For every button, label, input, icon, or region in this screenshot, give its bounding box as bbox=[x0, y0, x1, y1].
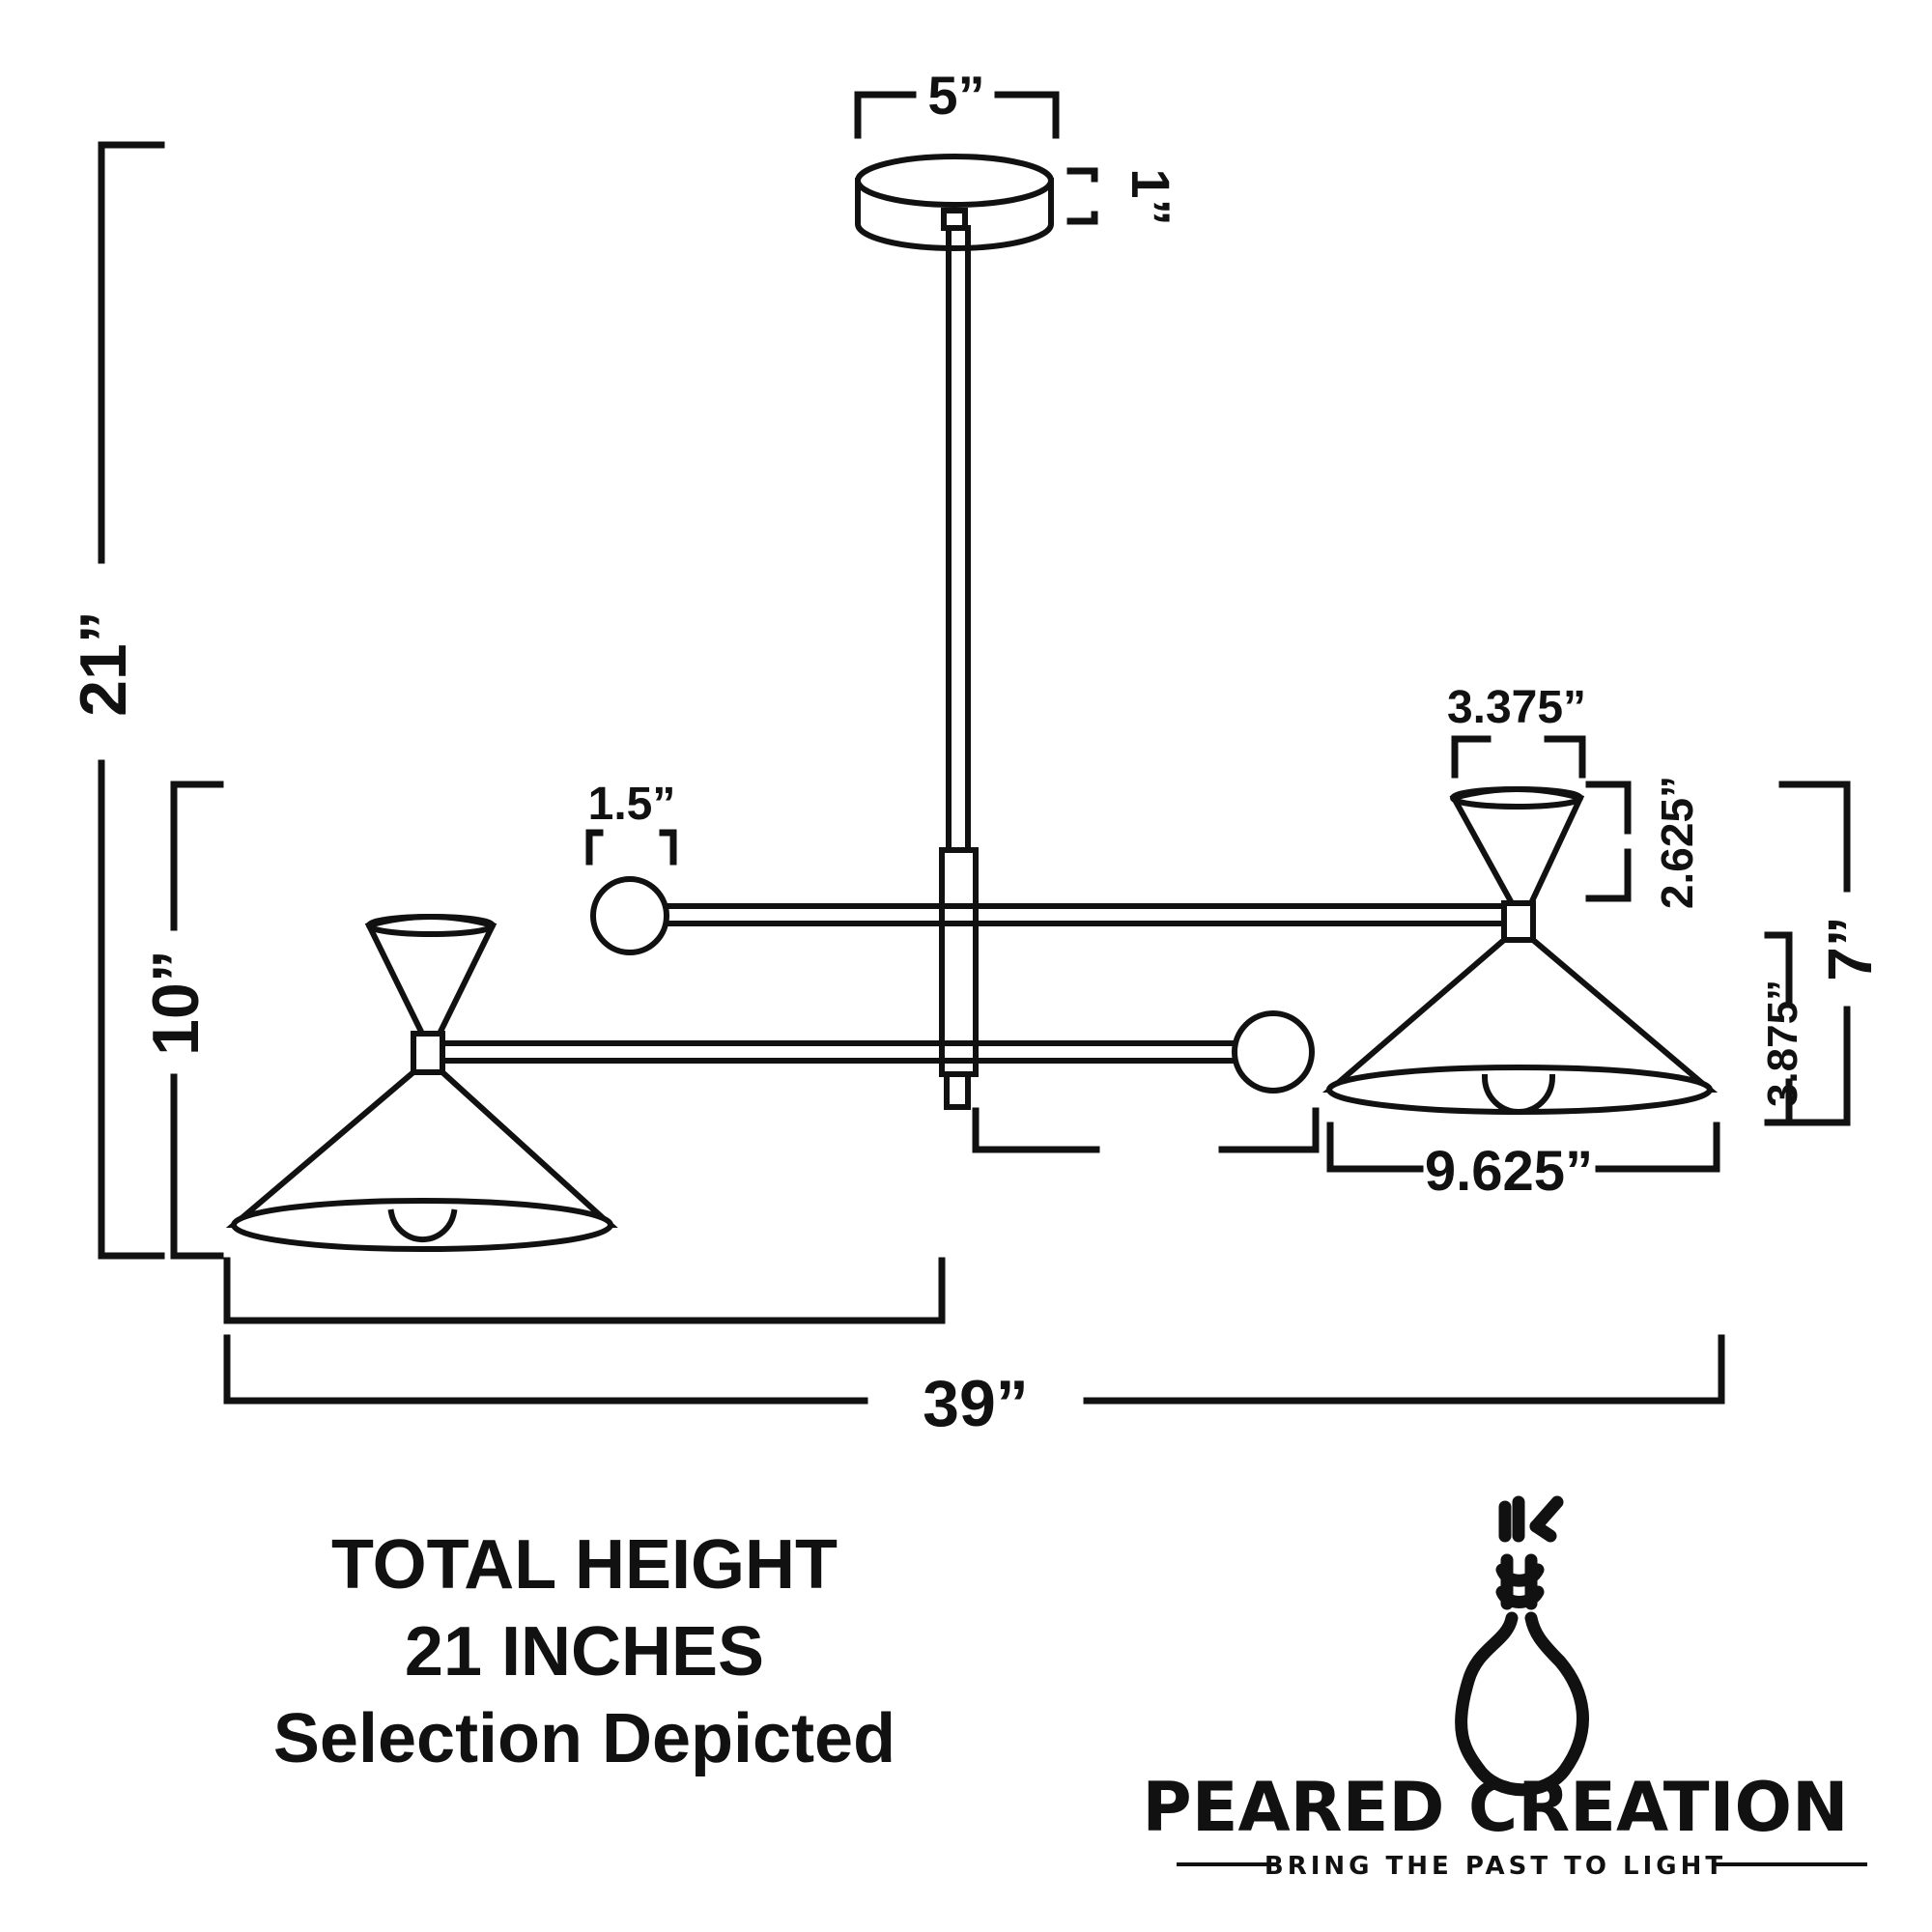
left-drop-bracket bbox=[170, 781, 224, 1260]
lower-arm-ball bbox=[1232, 1010, 1315, 1094]
caption-line-total-height: TOTAL HEIGHT bbox=[330, 1526, 838, 1604]
caption-line-selection: Selection Depicted bbox=[272, 1700, 896, 1777]
total-height-label: 21” bbox=[67, 611, 140, 717]
canopy-height-label: 1” bbox=[1121, 168, 1181, 225]
top-shade-width-bracket bbox=[1451, 735, 1586, 779]
shade-total-height-bracket bbox=[1778, 781, 1851, 1126]
ball-diameter-bracket bbox=[585, 829, 677, 866]
upper-arm-ball bbox=[590, 876, 669, 955]
canopy-height-bracket bbox=[1066, 167, 1098, 225]
total-height-bracket bbox=[98, 141, 165, 1260]
center-to-arm-bracket bbox=[972, 1107, 1320, 1153]
pear-bulb-logo-icon bbox=[1455, 1495, 1589, 1797]
top-shade-height-bracket bbox=[1585, 781, 1632, 902]
brand-tagline: BRING THE PAST TO LIGHT bbox=[1264, 1852, 1726, 1881]
top-shade-height-label: 2.625” bbox=[1652, 776, 1702, 909]
bottom-finial bbox=[944, 1071, 971, 1110]
shade-width-label: 9.625” bbox=[1425, 1140, 1593, 1203]
shade-total-height-label: 7” bbox=[1815, 916, 1885, 981]
bottom-shade-height-label: 3.875” bbox=[1759, 980, 1806, 1107]
ball-diameter-label: 1.5” bbox=[588, 779, 676, 830]
stem bbox=[946, 225, 971, 853]
canopy-width-label: 5” bbox=[927, 65, 984, 126]
shade-width-bracket bbox=[1326, 1122, 1720, 1173]
lower-arm bbox=[438, 1040, 1239, 1064]
upper-arm bbox=[666, 903, 1513, 926]
canopy-width-bracket bbox=[854, 91, 1060, 139]
top-shade-width-label: 3.375” bbox=[1447, 682, 1586, 733]
brand-name: PEARED CREATION bbox=[1142, 1768, 1848, 1847]
left-drop-label: 10” bbox=[139, 950, 213, 1056]
caption-block: TOTAL HEIGHT 21 INCHES Selection Depicte… bbox=[193, 1521, 976, 1782]
left-span-bracket bbox=[223, 1257, 946, 1324]
overall-width-bracket bbox=[223, 1334, 1725, 1405]
right-shade bbox=[1321, 786, 1719, 1115]
canopy bbox=[855, 154, 1054, 251]
caption-line-inches: 21 INCHES bbox=[404, 1613, 765, 1690]
overall-width-label: 39” bbox=[923, 1367, 1029, 1440]
left-shade bbox=[225, 914, 618, 1252]
